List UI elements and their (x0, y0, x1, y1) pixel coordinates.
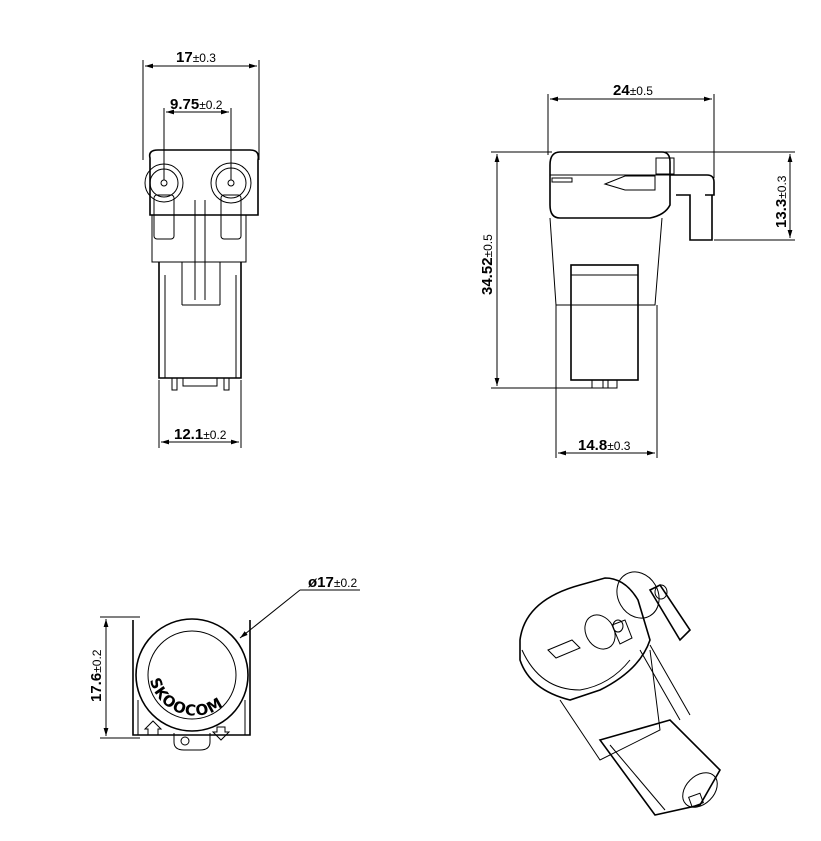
bottom-height-dim: 17.6±0.2 (88, 649, 105, 702)
brand-text: SKOOCOM (146, 675, 226, 720)
side-height-dim: 34.52±0.5 (479, 234, 496, 295)
front-width-dim: 17±0.3 (176, 49, 216, 66)
front-view: 17±0.3 9.75±0.2 (142, 49, 260, 448)
side-outlet-dim: 13.3±0.3 (773, 175, 790, 228)
side-view: 24±0.5 13.3±0.3 34.52±0.5 (479, 82, 795, 458)
bottom-view: ø17±0.2 SKOOCOM 17.6±0.2 (88, 574, 360, 751)
front-spacing-dim: 9.75±0.2 (170, 96, 223, 113)
side-width-dim: 24±0.5 (613, 82, 653, 99)
side-base-dim: 14.8±0.3 (578, 437, 631, 454)
bottom-diameter-dim: ø17±0.2 (308, 574, 357, 591)
isometric-view (519, 571, 721, 816)
front-base-dim: 12.1±0.2 (174, 426, 227, 443)
